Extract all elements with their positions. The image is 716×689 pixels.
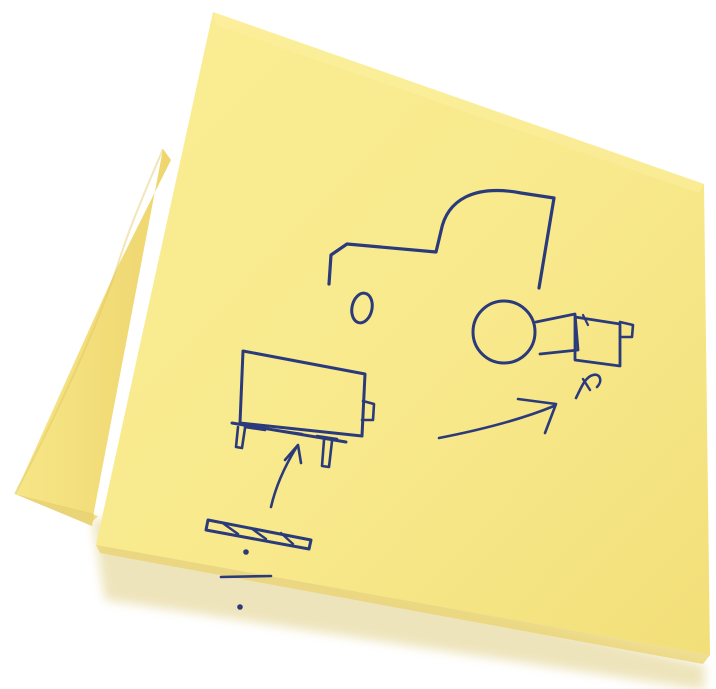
middle-dash	[221, 576, 271, 577]
front-sticky-note	[96, 12, 710, 664]
top-dot	[243, 549, 249, 555]
bottom-dot	[237, 604, 243, 610]
